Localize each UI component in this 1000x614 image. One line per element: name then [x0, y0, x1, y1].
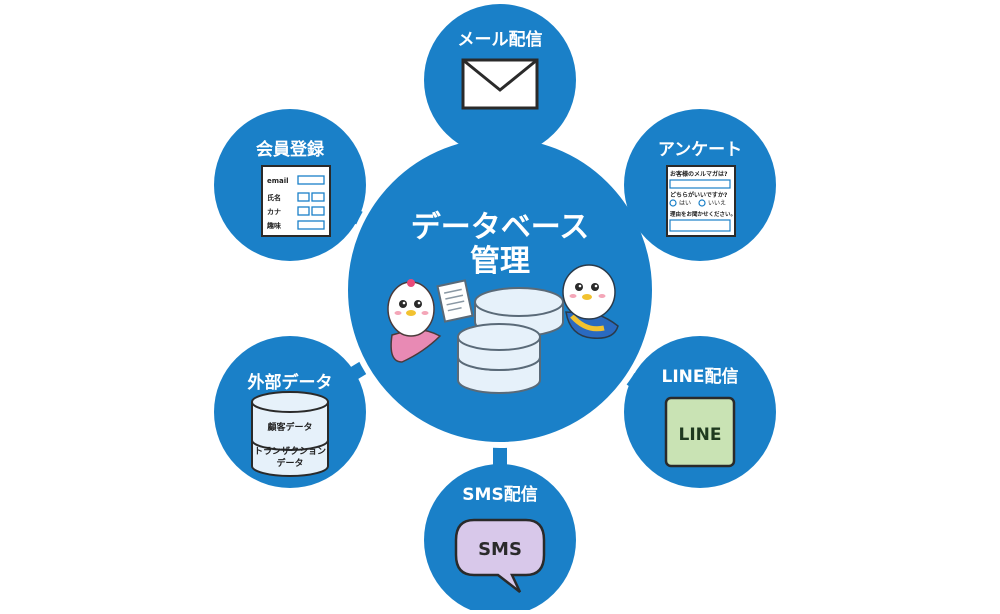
document-icon: [436, 279, 474, 323]
survey-option-yes: はい: [679, 200, 691, 207]
center-title-line2: 管理: [470, 244, 530, 279]
line-app-icon: LINE: [664, 396, 736, 468]
line-card-text: LINE: [679, 425, 722, 445]
sms-bubble-text: SMS: [478, 539, 522, 560]
member-field3-label: カナ: [267, 208, 281, 216]
survey-option-no: いいえ: [708, 200, 726, 207]
member-label: 会員登録: [256, 139, 325, 160]
node-member-registration: 会員登録 email 氏名 カナ 趣味: [214, 109, 366, 261]
speech-bubble-icon: SMS: [454, 518, 546, 593]
member-field1-label: email: [267, 177, 289, 185]
member-field4-label: 趣味: [266, 221, 281, 230]
center-title-line1: データベース: [411, 210, 590, 245]
node-sms: SMS配信 SMS: [424, 464, 576, 614]
external-data-label: 外部データ: [248, 372, 333, 393]
node-line: LINE配信 LINE: [624, 336, 776, 488]
node-survey: アンケート お客様のメルマガは? どちらがいいですか? はい いいえ 理由をお聞…: [624, 109, 776, 261]
external-item1: 顧客データ: [267, 421, 312, 433]
envelope-icon: [461, 58, 539, 110]
database-icon: [457, 287, 564, 394]
external-database-icon: [251, 391, 329, 477]
survey-form-icon: お客様のメルマガは? どちらがいいですか? はい いいえ 理由をお聞かせください…: [666, 165, 736, 237]
external-item2-line1: トランザクション: [254, 446, 326, 457]
sms-label: SMS配信: [462, 484, 537, 505]
right-mascot-character: [562, 264, 619, 339]
survey-question2: どちらがいいですか?: [670, 191, 728, 199]
node-mail: メール配信: [424, 4, 576, 156]
survey-question3: 理由をお聞かせください。: [670, 210, 736, 218]
external-item2-line2: データ: [276, 457, 303, 469]
center-hub: データベース 管理: [342, 132, 658, 448]
left-mascot-character: [387, 279, 442, 363]
member-field2-label: 氏名: [267, 193, 281, 202]
mail-label: メール配信: [458, 29, 543, 50]
survey-question1: お客様のメルマガは?: [670, 170, 728, 178]
node-external-data: 外部データ 顧客データ トランザクション データ: [214, 336, 366, 488]
survey-label: アンケート: [658, 140, 742, 160]
line-label: LINE配信: [662, 366, 739, 387]
registration-form-icon: email 氏名 カナ 趣味: [261, 165, 331, 237]
